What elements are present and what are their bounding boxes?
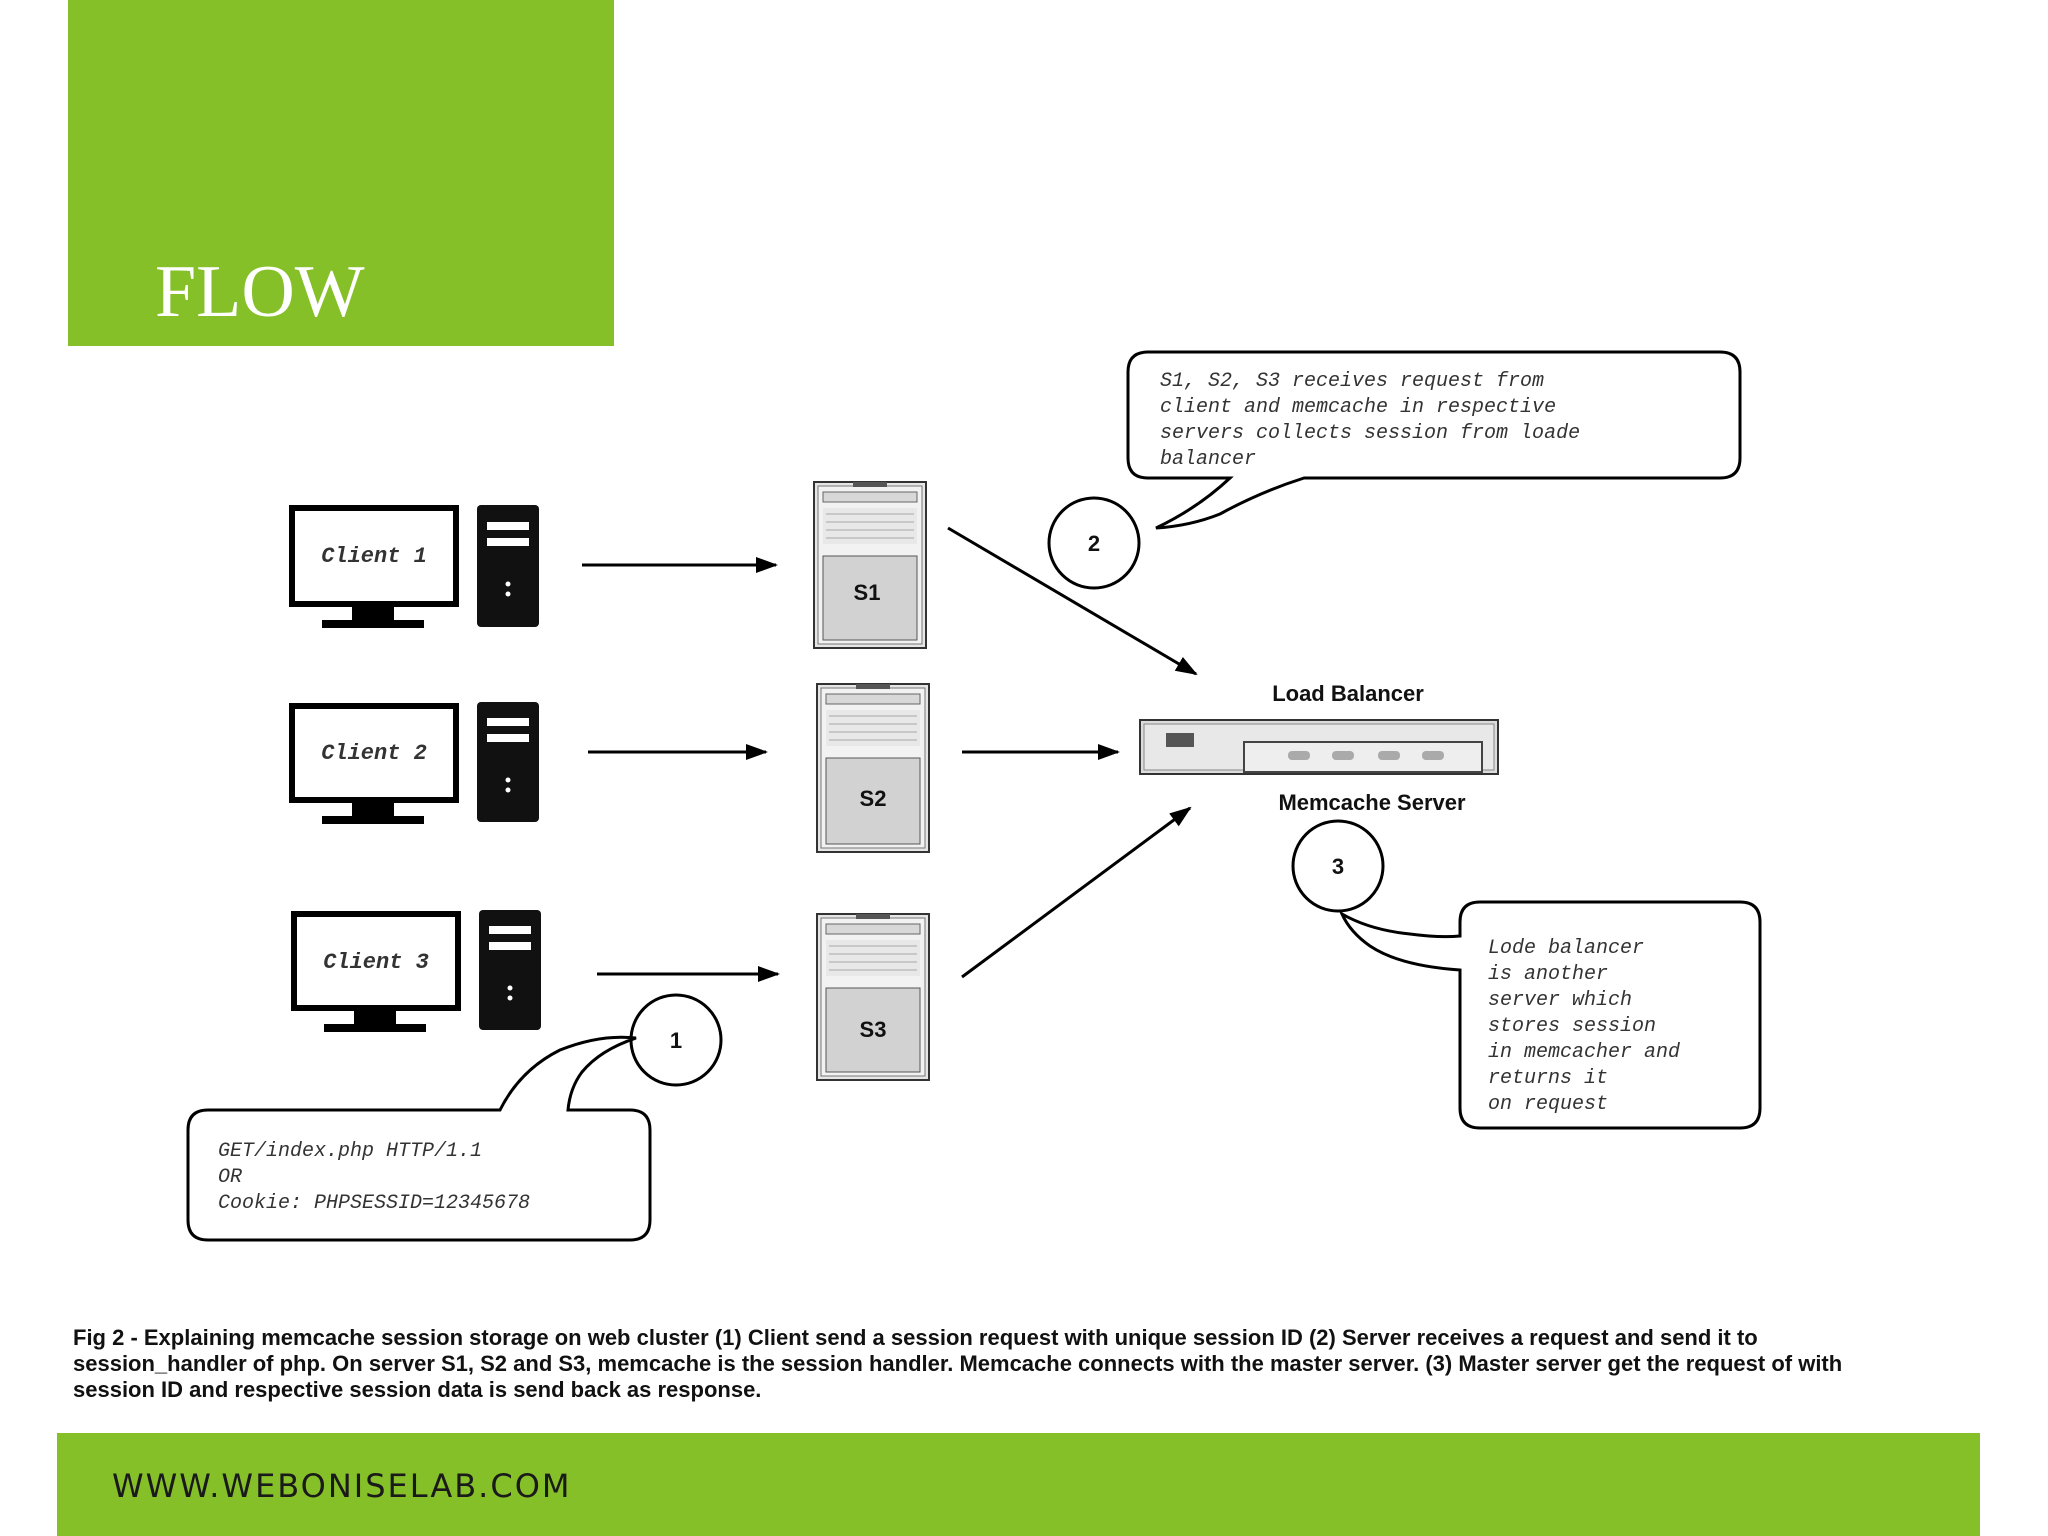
callout-3-line-3: server which bbox=[1488, 989, 1632, 1012]
load-balancer-label: Load Balancer bbox=[1272, 681, 1424, 706]
step-3-marker: 3 bbox=[1291, 819, 1385, 913]
client-2-label: Client 2 bbox=[321, 741, 427, 766]
callout-3-line-2: is another bbox=[1488, 963, 1608, 986]
server-s3: S3 bbox=[816, 913, 930, 1081]
server-s1-label: S1 bbox=[854, 580, 881, 605]
client-3-monitor bbox=[291, 911, 461, 1011]
callout-2-line-1: S1, S2, S3 receives request from bbox=[1160, 370, 1544, 393]
figure-caption: Fig 2 - Explaining memcache session stor… bbox=[73, 1325, 1843, 1402]
callout-3-line-7: on request bbox=[1488, 1093, 1608, 1116]
memcache-server-label: Memcache Server bbox=[1278, 790, 1466, 815]
memcache-flow-diagram: Client 1 Client 2 Client 3 bbox=[186, 350, 1762, 1242]
callout-1-line-3: Cookie: PHPSESSID=12345678 bbox=[218, 1192, 530, 1215]
client-1: Client 1 bbox=[289, 505, 539, 628]
step-2-marker: 2 bbox=[1047, 496, 1141, 590]
load-balancer: Load Balancer Memcache Server bbox=[1139, 681, 1499, 815]
client-2-tower bbox=[477, 702, 539, 822]
client-1-label: Client 1 bbox=[321, 544, 427, 569]
server-s2: S2 bbox=[816, 683, 930, 853]
callout-3-line-5: in memcacher and bbox=[1488, 1041, 1680, 1064]
callout-1-line-1: GET/index.php HTTP/1.1 bbox=[218, 1140, 482, 1163]
client-1-tower bbox=[477, 505, 539, 627]
callout-3-line-6: returns it bbox=[1488, 1067, 1608, 1090]
callout-2-line-2: client and memcache in respective bbox=[1160, 396, 1556, 419]
callout-step-3: Lode balancer is another server which st… bbox=[1338, 900, 1762, 1130]
step-1-number: 1 bbox=[670, 1028, 682, 1053]
client-3: Client 3 bbox=[291, 910, 541, 1032]
callout-3-line-4: stores session bbox=[1488, 1015, 1656, 1038]
arrow-s3-to-lb bbox=[961, 806, 1192, 979]
step-1-marker: 1 bbox=[629, 993, 723, 1087]
title-block bbox=[68, 0, 614, 346]
step-2-number: 2 bbox=[1088, 531, 1100, 556]
callout-1-line-2: OR bbox=[218, 1166, 242, 1189]
server-s3-label: S3 bbox=[860, 1017, 887, 1042]
arrow-s1-to-lb bbox=[947, 526, 1198, 676]
slide-title: FLOW bbox=[155, 251, 365, 333]
callout-2-line-4: balancer bbox=[1160, 448, 1256, 471]
client-2: Client 2 bbox=[289, 702, 539, 824]
callout-step-1: GET/index.php HTTP/1.1 OR Cookie: PHPSES… bbox=[186, 1035, 652, 1242]
footer-url[interactable]: WWW.WEBONISELAB.COM bbox=[112, 1467, 572, 1505]
client-3-label: Client 3 bbox=[323, 950, 429, 975]
callout-3-line-1: Lode balancer bbox=[1488, 937, 1644, 960]
server-s2-label: S2 bbox=[860, 786, 887, 811]
client-3-tower bbox=[479, 910, 541, 1030]
server-s1: S1 bbox=[813, 481, 927, 649]
footer-bar bbox=[57, 1433, 1980, 1536]
step-3-number: 3 bbox=[1332, 854, 1344, 879]
callout-step-2: S1, S2, S3 receives request from client … bbox=[1126, 350, 1742, 530]
client-2-monitor bbox=[289, 703, 459, 803]
callout-2-line-3: servers collects session from loade bbox=[1160, 422, 1580, 445]
